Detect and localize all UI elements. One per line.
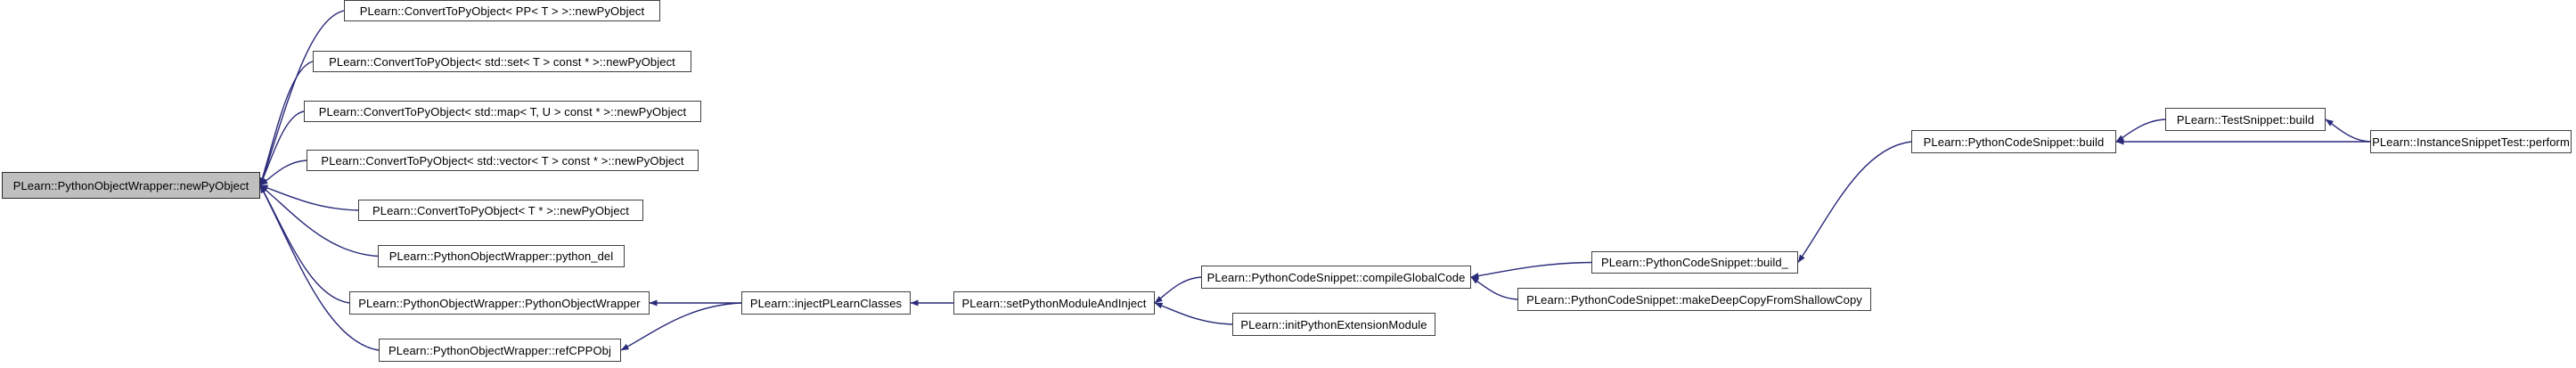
edge-test_snippet_build-to-build [2115,119,2166,143]
graph-node-cvt_vector[interactable]: PLearn::ConvertToPyObject< std::vector< … [307,150,699,171]
graph-node-cvt_tptr[interactable]: PLearn::ConvertToPyObject< T * >::newPyO… [358,200,643,221]
edge-instance_perform-to-test_snippet_build [2325,119,2371,143]
graph-node-cvt_set[interactable]: PLearn::ConvertToPyObject< std::set< T >… [313,51,691,72]
edge-make_deep_copy-to-compile_global [1470,276,1518,300]
graph-node-make_deep_copy[interactable]: PLearn::PythonCodeSnippet::makeDeepCopyF… [1517,288,1871,311]
edge-init_ext_module-to-set_module [1154,302,1233,325]
edge-cvt_set-to-root [259,61,314,186]
edge-build-to-build_ [1797,141,1912,263]
graph-node-root[interactable]: PLearn::PythonObjectWrapper::newPyObject [2,172,260,199]
graph-node-init_ext_module[interactable]: PLearn::initPythonExtensionModule [1232,313,1435,336]
edge-cvt_vector-to-root [259,159,307,186]
edge-pow_ctor-to-root [259,184,350,304]
graph-node-inject_classes[interactable]: PLearn::injectPLearnClasses [741,291,911,315]
graph-node-ref_cpp_obj[interactable]: PLearn::PythonObjectWrapper::refCPPObj [379,339,621,362]
graph-node-instance_perform[interactable]: PLearn::InstanceSnippetTest::perform [2370,130,2572,153]
graph-node-cvt_map[interactable]: PLearn::ConvertToPyObject< std::map< T, … [304,101,701,122]
graph-node-compile_global[interactable]: PLearn::PythonCodeSnippet::compileGlobal… [1201,266,1471,289]
edge-build_-to-compile_global [1470,261,1592,280]
graph-node-build_[interactable]: PLearn::PythonCodeSnippet::build_ [1591,251,1798,274]
graph-node-cvt_pp[interactable]: PLearn::ConvertToPyObject< PP< T > >::ne… [344,0,660,21]
graph-node-pow_ctor[interactable]: PLearn::PythonObjectWrapper::PythonObjec… [349,291,650,315]
edge-cvt_tptr-to-root [259,184,359,211]
graph-node-set_module[interactable]: PLearn::setPythonModuleAndInject [953,291,1155,315]
edge-cvt_map-to-root [259,110,305,186]
graph-node-python_del[interactable]: PLearn::PythonObjectWrapper::python_del [378,245,625,267]
graph-node-test_snippet_build[interactable]: PLearn::TestSnippet::build [2165,108,2326,131]
edge-compile_global-to-set_module [1154,276,1202,304]
graph-node-build[interactable]: PLearn::PythonCodeSnippet::build [1911,130,2116,153]
